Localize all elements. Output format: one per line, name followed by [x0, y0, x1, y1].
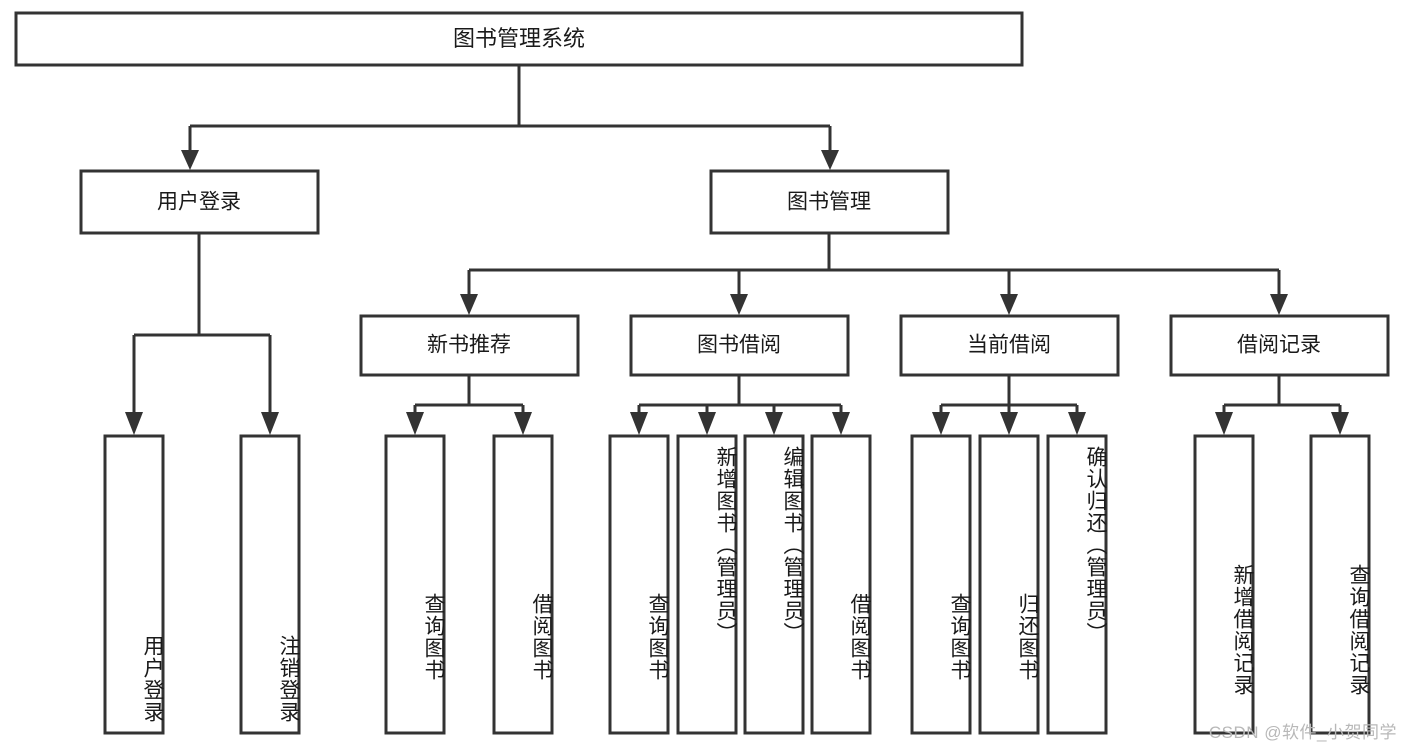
leaf-return-book[interactable] [978, 434, 1040, 735]
leaf-logout[interactable] [239, 434, 301, 735]
leaf-add-book[interactable] [676, 434, 738, 735]
connector-currentborrow-to-leaves [932, 375, 1086, 435]
leaf-query-book-3[interactable] [910, 434, 972, 735]
leaf-user-login[interactable] [103, 434, 165, 735]
node-current-borrow[interactable] [899, 314, 1120, 377]
leaf-query-book-1[interactable] [384, 434, 446, 735]
node-borrow-record-label: 借阅记录 [1237, 334, 1321, 357]
leaf-borrow-book-2[interactable] [810, 434, 872, 735]
arrow-head-leaf-return-book [1000, 412, 1018, 435]
leaf-borrow-book-1[interactable] [492, 434, 554, 735]
arrow-head-book-manage [821, 150, 839, 170]
connector-userlogin-to-leaves [125, 233, 279, 435]
arrow-head-leaf-confirm-return [1068, 412, 1086, 435]
connector-borrowrecord-to-leaves [1215, 375, 1349, 435]
arrow-head-leaf-query-book-3 [932, 412, 950, 435]
connector-newbook-to-leaves [406, 375, 532, 435]
leaf-query-record[interactable] [1309, 434, 1371, 735]
arrow-head-current-borrow [1000, 294, 1018, 315]
node-current-borrow-label: 当前借阅 [967, 334, 1051, 357]
arrow-head-borrow-record [1270, 294, 1288, 315]
arrow-head-leaf-add-book [698, 412, 716, 435]
arrow-head-new-book-rec [460, 294, 478, 315]
connector-bookborrow-to-leaves [630, 375, 850, 435]
arrow-head-leaf-logout [261, 412, 279, 435]
node-root-label: 图书管理系统 [453, 26, 585, 51]
arrow-head-leaf-edit-book [765, 412, 783, 435]
arrow-head-leaf-query-record [1331, 412, 1349, 435]
arrow-head-leaf-user-login [125, 412, 143, 435]
arrow-head-leaf-add-record [1215, 412, 1233, 435]
node-borrow-record[interactable] [1169, 314, 1390, 377]
node-new-book-rec[interactable] [359, 314, 580, 377]
node-root[interactable] [14, 11, 1024, 67]
node-user-login-label: 用户登录 [157, 191, 241, 214]
arrow-head-leaf-borrow-book-1 [514, 412, 532, 435]
arrow-head-book-borrow [730, 294, 748, 315]
arrow-head-user-login [181, 150, 199, 170]
node-new-book-rec-label: 新书推荐 [427, 334, 511, 357]
connector-root-to-level2 [181, 66, 839, 170]
leaf-edit-book[interactable] [743, 434, 805, 735]
leaf-add-record[interactable] [1193, 434, 1255, 735]
node-book-borrow-label: 图书借阅 [697, 334, 781, 357]
node-book-manage[interactable] [709, 169, 950, 235]
node-book-manage-label: 图书管理 [787, 191, 871, 214]
arrow-head-leaf-query-book-1 [406, 412, 424, 435]
leaf-confirm-return[interactable] [1046, 434, 1108, 735]
watermark-text: CSDN @软件_小贺同学 [1208, 723, 1397, 742]
node-user-login[interactable] [79, 169, 320, 235]
arrow-head-leaf-borrow-book-2 [832, 412, 850, 435]
node-book-borrow[interactable] [629, 314, 850, 377]
connector-bookmanage-to-level3 [460, 233, 1288, 315]
arrow-head-leaf-query-book-2 [630, 412, 648, 435]
leaf-query-book-2[interactable] [608, 434, 670, 735]
